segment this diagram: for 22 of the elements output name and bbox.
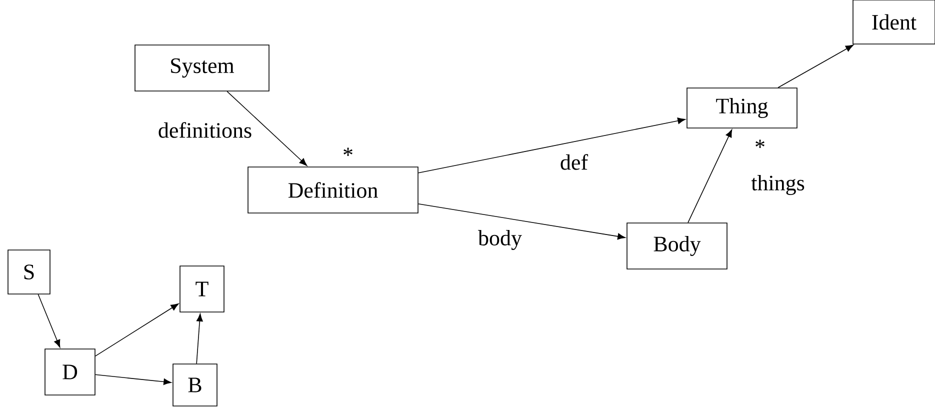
- arrow: [688, 129, 732, 223]
- class-box: Thing: [686, 88, 798, 128]
- edge-label: things: [751, 175, 804, 195]
- arrow: [196, 314, 203, 364]
- class-box: System: [134, 44, 270, 92]
- arrow: [38, 294, 60, 348]
- class-box: Ident: [852, 0, 935, 44]
- edge-label: definitions: [158, 122, 252, 138]
- arrow: [418, 118, 686, 174]
- edge-label: def: [560, 154, 588, 170]
- arrow: [95, 374, 172, 385]
- arrow: [95, 304, 179, 356]
- edge-label: body: [478, 230, 522, 250]
- arrow: [226, 91, 308, 166]
- class-box: T: [180, 266, 224, 312]
- class-box: B: [172, 364, 218, 406]
- class-box: D: [44, 348, 96, 396]
- arrow: [778, 44, 854, 88]
- arrow: [418, 204, 626, 240]
- class-box: S: [8, 250, 50, 294]
- class-box: Definition: [248, 166, 418, 214]
- class-box: Body: [626, 222, 728, 270]
